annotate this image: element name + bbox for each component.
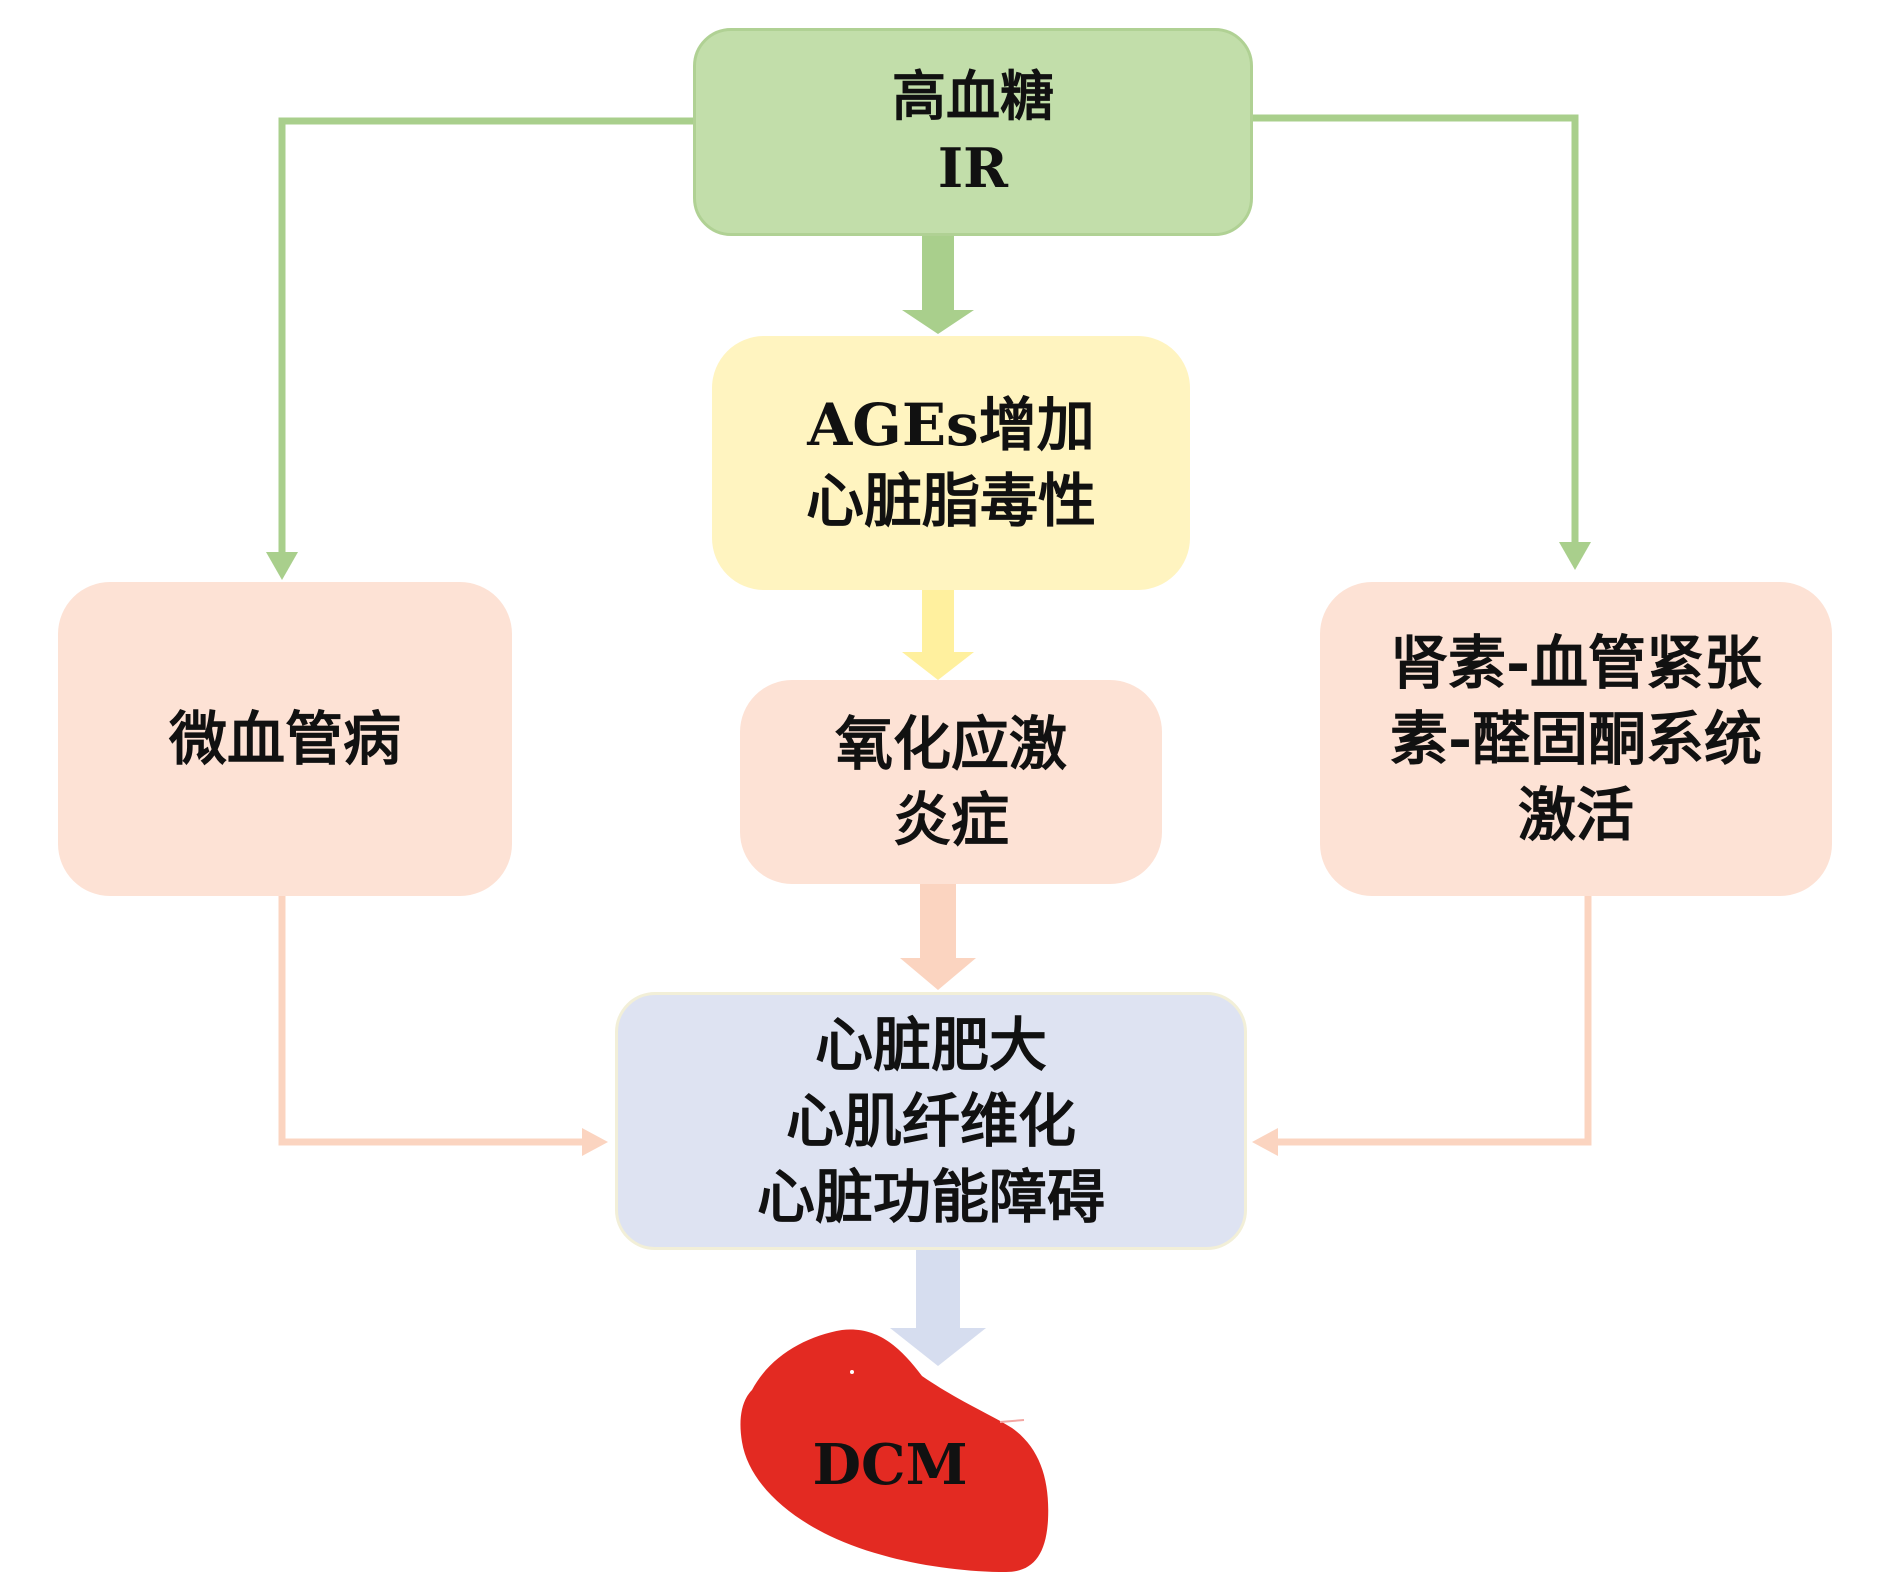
arrow-raas-to-outcome [1275, 896, 1592, 1146]
node-text: 素-醛固酮系统 [1389, 705, 1763, 773]
node-raas-activation: 肾素-血管紧张 素-醛固酮系统 激活 [1320, 582, 1832, 896]
node-text: 微血管病 [168, 705, 401, 773]
arrowhead-outcome-to-dcm [890, 1328, 986, 1366]
node-text: IR [937, 136, 1009, 200]
node-text: 炎症 [892, 786, 1009, 854]
node-text: 高血糖 [892, 64, 1054, 128]
arrowhead-cause-to-ages [902, 310, 974, 334]
node-text: 心脏功能障碍 [756, 1163, 1105, 1231]
arrow-outcome-to-dcm [916, 1250, 960, 1334]
arrowhead-cause-to-microvascular [266, 552, 298, 580]
arrowhead-raas-to-outcome [1252, 1128, 1278, 1156]
heart-icon [740, 1329, 1049, 1572]
arrow-microvascular-to-outcome [278, 896, 585, 1146]
node-text: AGEs增加 [807, 391, 1095, 459]
arrow-cause-to-ages [922, 236, 954, 314]
node-text: 心脏肥大 [814, 1011, 1047, 1079]
node-text: 心脏脂毒性 [805, 467, 1096, 535]
dcm-label: DCM [812, 1432, 968, 1498]
node-text: 心肌纤维化 [785, 1087, 1076, 1155]
node-cardiac-outcome: 心脏肥大 心肌纤维化 心脏功能障碍 [615, 992, 1247, 1250]
arrow-cause-to-raas [1253, 114, 1579, 545]
node-text: 氧化应激 [834, 710, 1067, 778]
arrow-cause-to-microvascular [278, 117, 693, 555]
arrowhead-cause-to-raas [1559, 542, 1591, 570]
arrow-ages-to-oxidative [922, 590, 954, 658]
arrowhead-ages-to-oxidative [902, 652, 974, 680]
node-ages-lipotoxicity: AGEs增加 心脏脂毒性 [712, 336, 1190, 590]
arrow-oxidative-to-outcome [920, 884, 956, 964]
arrowhead-microvascular-to-outcome [582, 1128, 608, 1156]
node-hyperglycemia-ir: 高血糖 IR [693, 28, 1253, 236]
arrowhead-oxidative-to-outcome [900, 958, 976, 990]
node-oxidative-stress-inflammation: 氧化应激 炎症 [740, 680, 1162, 884]
node-microvascular-disease: 微血管病 [58, 582, 512, 896]
node-text: 激活 [1517, 781, 1634, 849]
node-text: 肾素-血管紧张 [1389, 629, 1763, 697]
